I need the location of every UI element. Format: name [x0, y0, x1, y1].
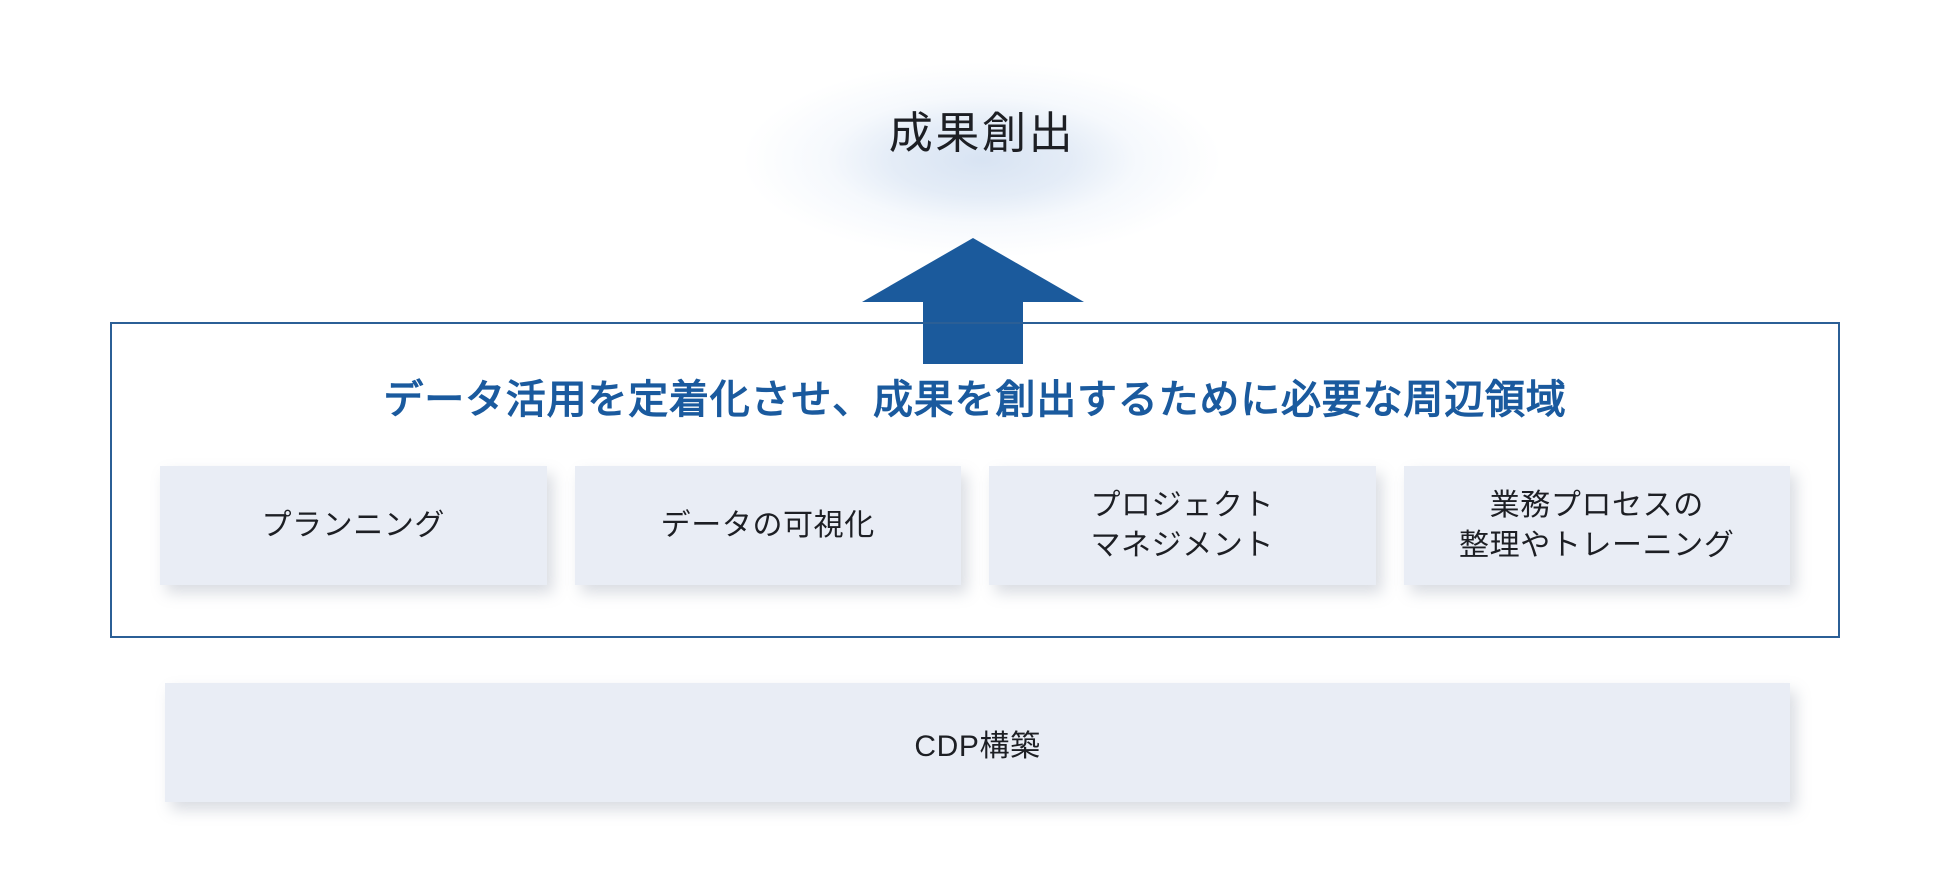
foundation-bar-cdp[interactable]: CDP構築 — [165, 683, 1790, 802]
card-business-process-training[interactable]: 業務プロセスの 整理やトレーニング — [1403, 466, 1790, 585]
card-planning[interactable]: プランニング — [160, 466, 547, 585]
region-title: データ活用を定着化させ、成果を創出するために必要な周辺領域 — [383, 378, 1567, 422]
foundation-label: CDP構築 — [914, 729, 1041, 763]
arrow-up-icon — [862, 238, 1084, 364]
outcome-label: 成果創出 — [888, 109, 1076, 158]
peripheral-area-region — [110, 322, 1840, 638]
card-project-management[interactable]: プロジェクト マネジメント — [989, 466, 1376, 585]
card-data-visualization[interactable]: データの可視化 — [574, 466, 961, 585]
peripheral-area-card-list: プランニング データの可視化 プロジェクト マネジメント 業務プロセスの 整理や… — [160, 466, 1790, 585]
